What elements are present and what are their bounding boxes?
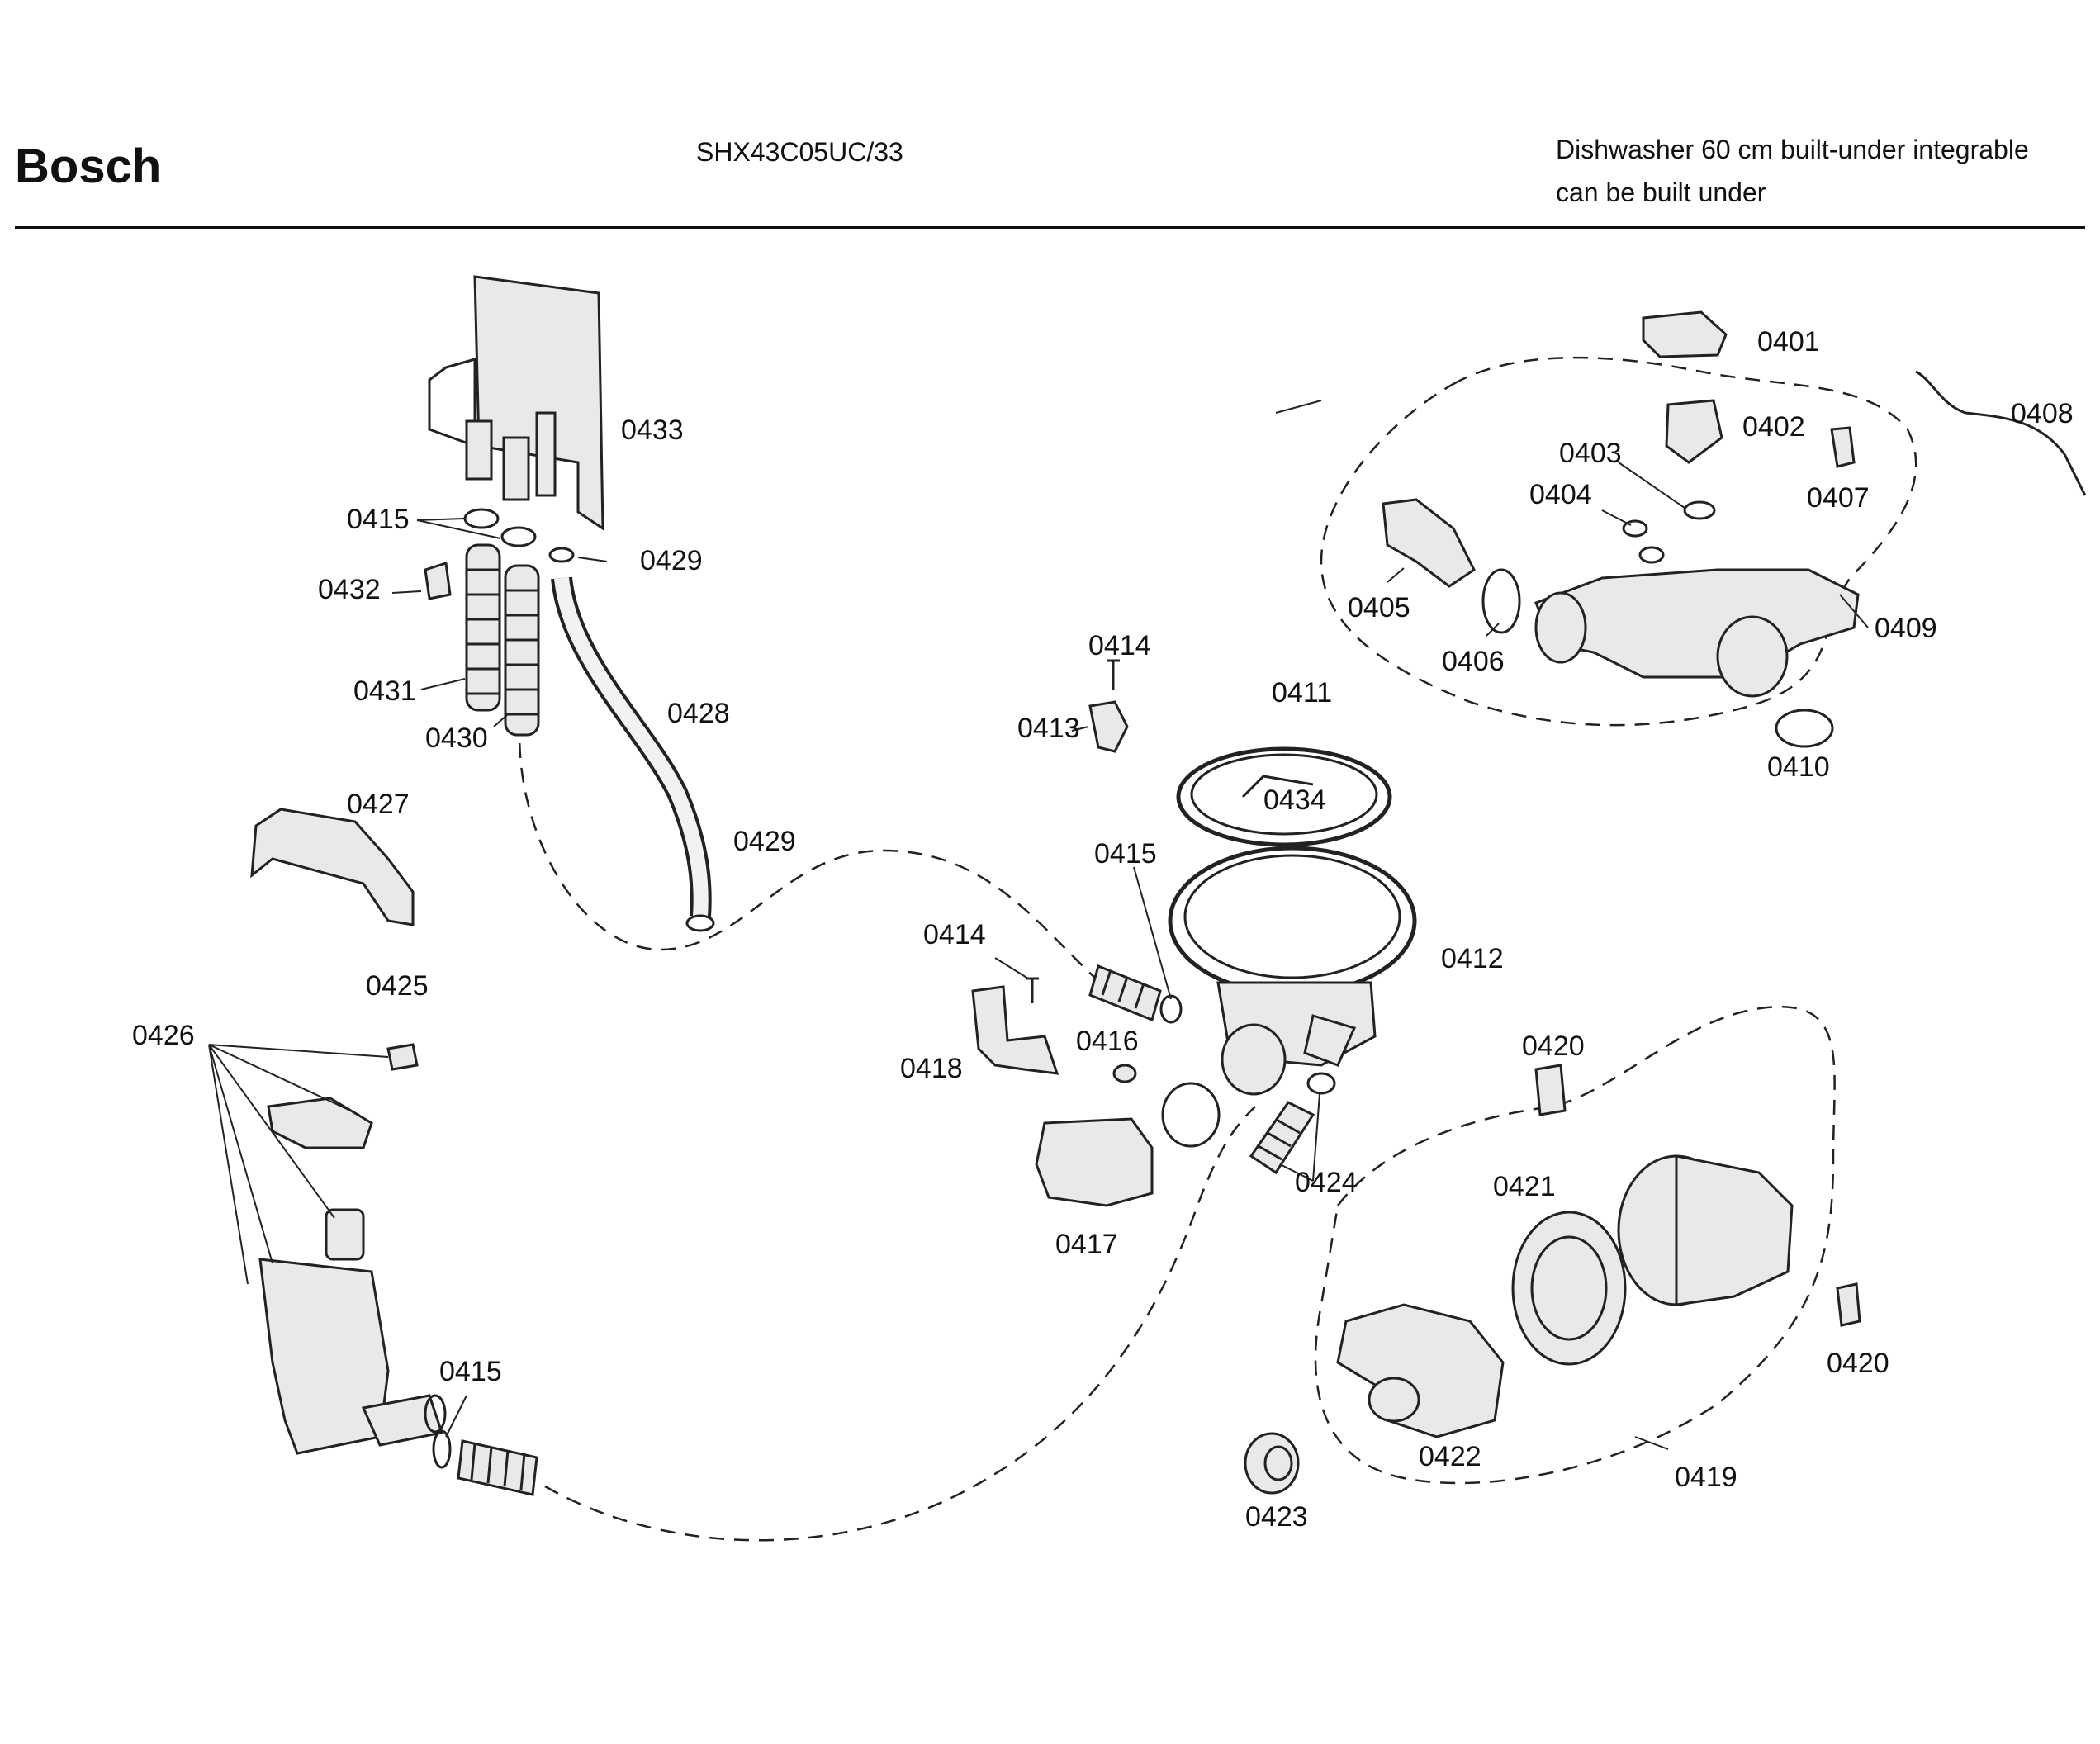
part-0432-clip <box>424 562 452 600</box>
brand-name: Bosch <box>15 140 162 193</box>
part-0426-bracket <box>267 1097 373 1149</box>
part-0405-heater-sensor <box>1382 498 1476 588</box>
part-0420-clip <box>1534 1064 1567 1116</box>
callout-0423: 0423 <box>1245 1501 1308 1533</box>
callout-0418: 0418 <box>900 1053 963 1084</box>
callout-0410: 0410 <box>1767 751 1830 783</box>
header-divider <box>15 226 2085 229</box>
part-0415-seal <box>500 526 537 547</box>
callout-0408: 0408 <box>2011 398 2074 429</box>
model-number: SHX43C05UC/33 <box>696 137 903 167</box>
part-0424-hose <box>1249 1101 1315 1175</box>
part-0409-port <box>1716 615 1789 698</box>
callout-0403: 0403 <box>1559 438 1622 469</box>
callout-0431: 0431 <box>353 675 416 707</box>
product-description: Dishwasher 60 cm built-under integrable <box>1556 135 2029 164</box>
part-0415-seal <box>463 508 500 529</box>
part-0403-seal <box>1683 500 1716 520</box>
part-0421-pump-housing <box>1511 1211 1627 1366</box>
part-0424-seal <box>1306 1072 1336 1095</box>
callout-0415: 0415 <box>439 1356 502 1387</box>
part-0411-sump-seal <box>1176 746 1392 847</box>
assembly-outline-0409 <box>1320 356 1917 727</box>
callout-0415: 0415 <box>347 504 410 535</box>
hose-route-line <box>518 718 1132 1009</box>
callout-0424: 0424 <box>1295 1167 1358 1198</box>
part-0425-clip <box>386 1043 419 1071</box>
drain-hose-route-line <box>544 1106 1256 1542</box>
callout-0401: 0401 <box>1757 326 1820 358</box>
callout-0402: 0402 <box>1742 411 1805 443</box>
callout-0432: 0432 <box>318 574 381 605</box>
callout-0422: 0422 <box>1419 1441 1481 1472</box>
callout-0421: 0421 <box>1493 1171 1556 1202</box>
callout-0420: 0420 <box>1522 1031 1585 1062</box>
part-0426-cylinder <box>325 1208 365 1261</box>
callout-0420: 0420 <box>1827 1348 1889 1379</box>
product-description-sub: can be built under <box>1556 178 1766 207</box>
sump-inlet-hose <box>1088 964 1162 1022</box>
sump-seal-ring <box>1161 1082 1221 1148</box>
part-0418-holder <box>971 985 1059 1075</box>
callout-0412: 0412 <box>1441 943 1504 974</box>
part-0415-seal <box>1159 994 1183 1024</box>
callout-0417: 0417 <box>1055 1229 1118 1260</box>
callout-0429: 0429 <box>733 826 796 857</box>
part-0417-valve <box>1035 1117 1154 1207</box>
part-0430-hose <box>504 564 540 737</box>
callout-0425: 0425 <box>366 970 429 1002</box>
part-0419-motor <box>1617 1154 1794 1306</box>
part-0431-hose <box>465 543 501 712</box>
part-0429-clamp <box>548 547 575 563</box>
part-0427-cover <box>250 808 415 926</box>
part-0402-sensor <box>1665 399 1723 464</box>
callout-labels: 0401 0402 0403 0404 0405 0406 0407 0408 … <box>132 326 2074 1533</box>
drain-coupling <box>457 1439 538 1496</box>
callout-0416: 0416 <box>1076 1026 1139 1057</box>
callout-0434: 0434 <box>1263 784 1326 816</box>
part-0404-seal <box>1638 546 1665 564</box>
callout-0411: 0411 <box>1272 677 1332 708</box>
part-0409-port <box>1534 591 1587 664</box>
callout-0414: 0414 <box>923 919 986 950</box>
part-0413-bracket <box>1088 700 1129 753</box>
callout-0407: 0407 <box>1807 482 1870 514</box>
part-0404-seal <box>1622 519 1648 538</box>
callout-0426: 0426 <box>132 1020 195 1051</box>
part-0410-clamp <box>1775 708 1834 748</box>
part-0406-seal <box>1481 568 1521 634</box>
part-0426-drain-pump <box>258 1258 447 1455</box>
callout-0428: 0428 <box>667 698 730 729</box>
part-0412-sump <box>1168 846 1417 1096</box>
callout-0433: 0433 <box>621 415 684 446</box>
part-0416-plug <box>1112 1064 1137 1083</box>
callout-0419: 0419 <box>1675 1462 1737 1493</box>
callout-0406: 0406 <box>1442 646 1505 677</box>
part-0414-screw <box>1026 977 1039 1003</box>
part-0407-clip <box>1830 426 1856 468</box>
callout-0413: 0413 <box>1017 713 1080 744</box>
part-0415-seal <box>432 1429 452 1469</box>
part-0422-pump-cover <box>1336 1303 1505 1438</box>
callout-0414: 0414 <box>1088 630 1151 661</box>
callout-0409: 0409 <box>1875 613 1937 644</box>
callout-0427: 0427 <box>347 789 410 820</box>
part-0420-clip <box>1836 1282 1861 1327</box>
leader-lines <box>208 400 1869 1450</box>
part-0414-screw <box>1107 659 1120 690</box>
callout-0430: 0430 <box>425 723 488 754</box>
part-0433-air-break <box>428 275 604 531</box>
part-0423-seal <box>1244 1432 1300 1495</box>
part-0401-cover <box>1642 310 1728 358</box>
callout-0405: 0405 <box>1348 592 1410 623</box>
assembly-outline-0419 <box>1314 1005 1836 1485</box>
callout-0404: 0404 <box>1529 479 1592 510</box>
callout-0415: 0415 <box>1094 838 1157 870</box>
part-0408-wire <box>1915 370 2087 496</box>
callout-0429: 0429 <box>640 545 703 576</box>
part-0429-clamp <box>685 914 715 932</box>
